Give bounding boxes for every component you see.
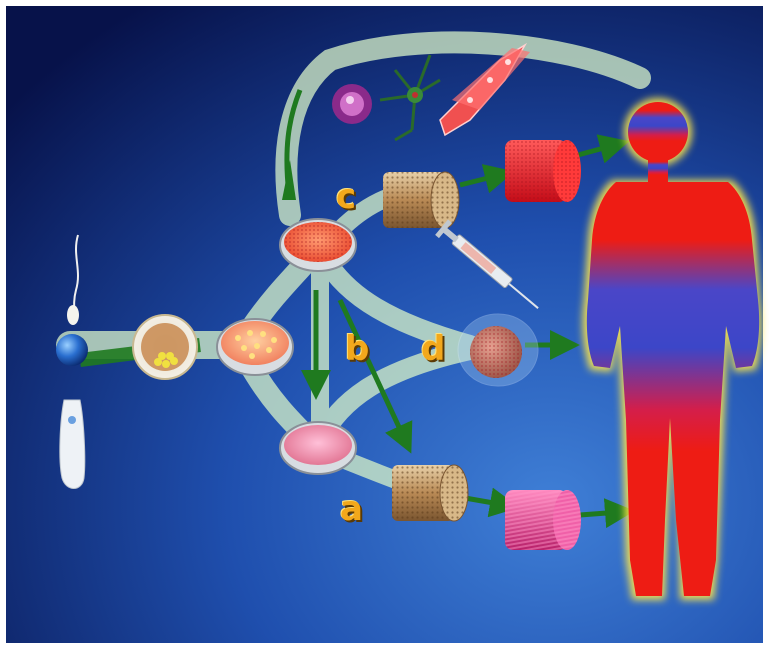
scaffold-cylinder-c xyxy=(383,172,459,228)
blastocyst-icon xyxy=(133,315,197,379)
label-b: b xyxy=(345,332,369,366)
egg-icon xyxy=(56,334,88,366)
cell-aggregate-d xyxy=(458,314,538,386)
petri-dish-center xyxy=(217,319,293,375)
tissue-cylinder-red xyxy=(505,140,581,202)
label-c: c xyxy=(336,180,356,214)
petri-dish-a xyxy=(280,422,356,474)
label-d: d xyxy=(421,332,445,366)
label-a: a xyxy=(340,492,363,526)
petri-dish-c xyxy=(280,219,356,271)
pipette-icon xyxy=(60,400,85,489)
tissue-cylinder-pink xyxy=(505,490,581,550)
scaffold-cylinder-a xyxy=(392,465,468,521)
